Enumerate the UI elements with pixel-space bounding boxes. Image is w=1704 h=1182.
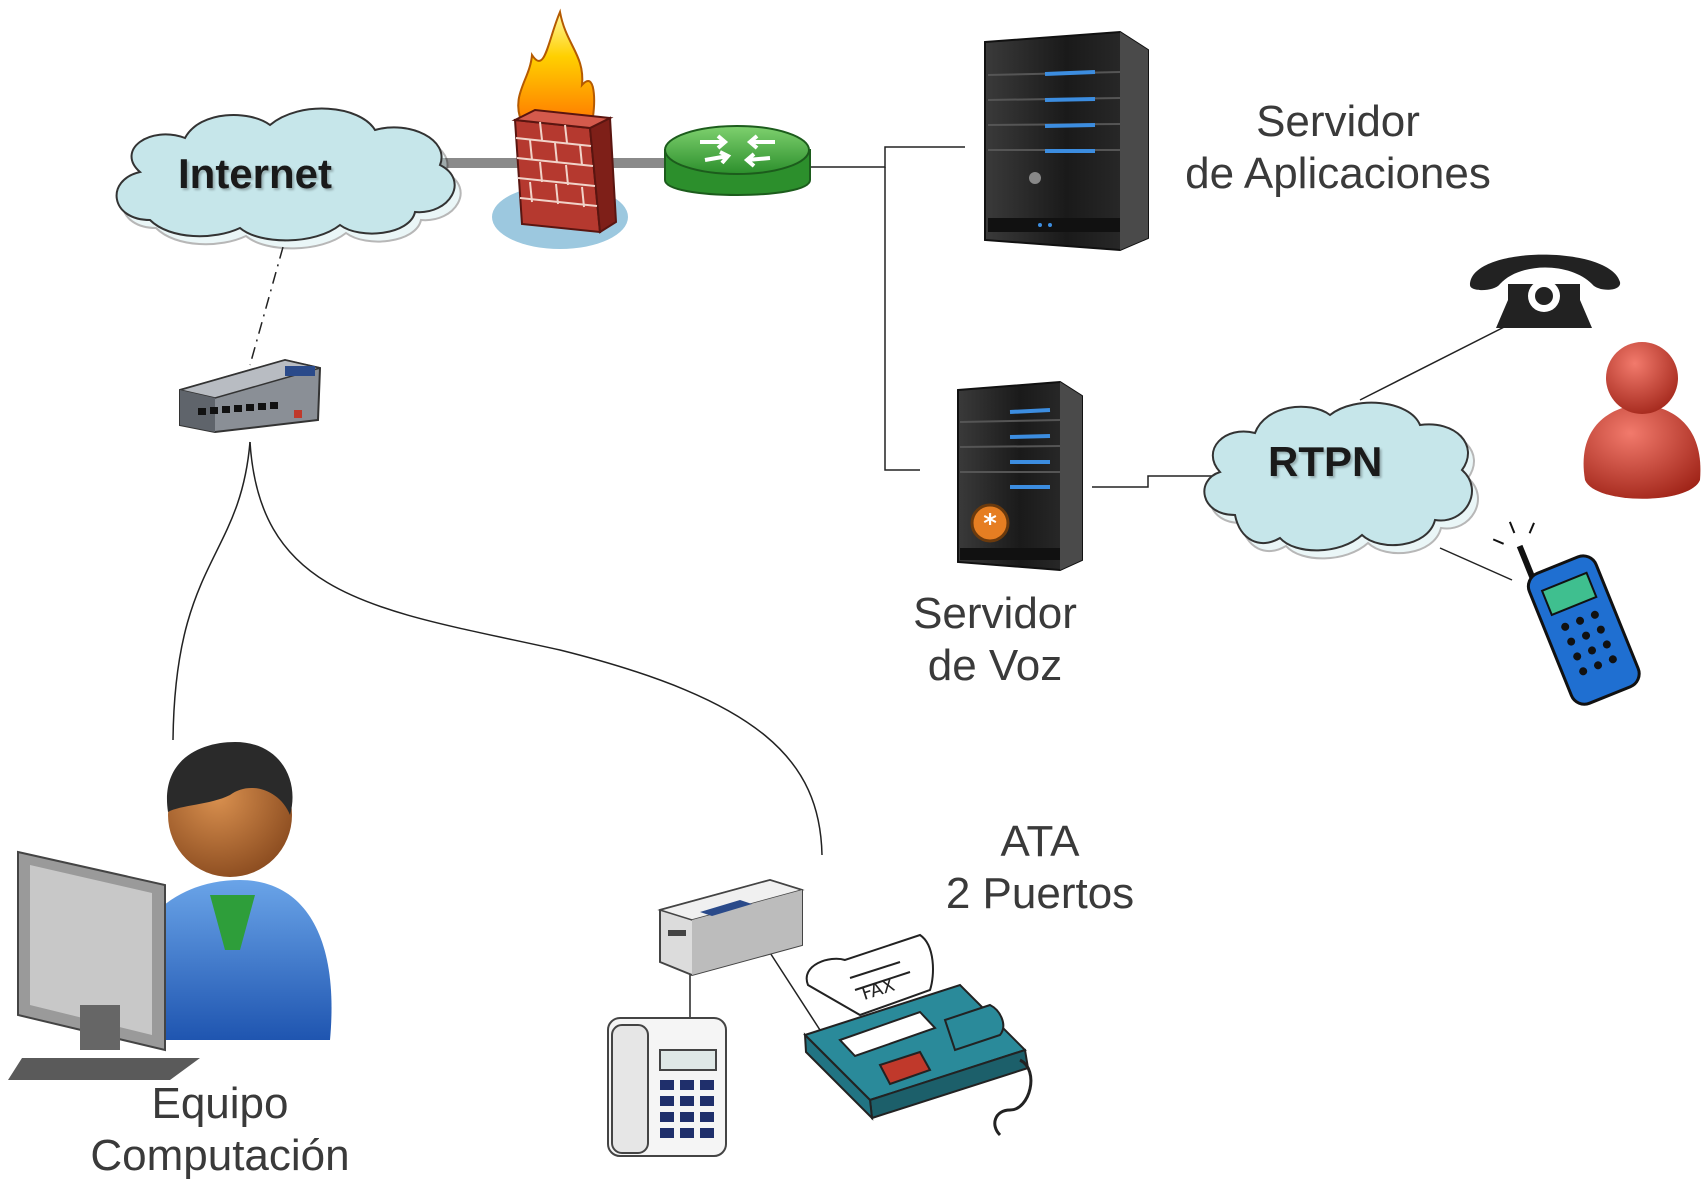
switch-ata-link bbox=[249, 441, 823, 856]
desk-phone-icon bbox=[1470, 254, 1621, 328]
svg-text:*: * bbox=[983, 509, 997, 539]
computer-label-line1: Equipo bbox=[151, 1079, 289, 1128]
app-server-icon bbox=[984, 30, 1149, 252]
router-icon bbox=[664, 125, 811, 196]
ata-fax-link bbox=[764, 944, 821, 1031]
mobile-phone-icon bbox=[1492, 521, 1641, 706]
voiceserver-rtpn-link bbox=[1092, 475, 1212, 488]
voice-server-label-line2: de Voz bbox=[927, 641, 1063, 690]
ata-device-icon bbox=[657, 878, 805, 977]
connection-lines bbox=[172, 146, 1523, 1031]
ip-phone-icon bbox=[607, 1017, 727, 1157]
rtpn-label: RTPN bbox=[1268, 438, 1383, 485]
internet-switch-link bbox=[249, 221, 291, 366]
user-icon bbox=[1583, 342, 1701, 499]
voice-server-icon: * bbox=[957, 380, 1083, 572]
rtpn-mobile-link bbox=[1439, 547, 1513, 581]
firewall-icon bbox=[492, 8, 628, 249]
computer-user-icon bbox=[8, 742, 332, 1080]
ata-label: ATA 2 Puertos bbox=[920, 816, 1160, 920]
ata-label-line2: 2 Puertos bbox=[945, 869, 1135, 918]
voice-server-label-line1: Servidor bbox=[913, 589, 1077, 638]
switch-icon bbox=[179, 358, 322, 434]
switch-computer-link bbox=[172, 441, 251, 741]
computer-label-line2: Computación bbox=[90, 1131, 350, 1180]
rtpn-phone-link bbox=[1359, 317, 1523, 401]
rtpn-cloud-icon bbox=[1203, 401, 1479, 560]
internet-cloud-icon bbox=[115, 107, 462, 250]
fax-icon: FAX bbox=[803, 933, 1033, 1137]
appserver-voiceserver-link bbox=[884, 167, 920, 471]
app-server-label: Servidor de Aplicaciones bbox=[1168, 96, 1508, 200]
app-server-label-line2: de Aplicaciones bbox=[1185, 149, 1491, 198]
computer-label: Equipo Computación bbox=[60, 1078, 380, 1182]
app-server-label-line1: Servidor bbox=[1256, 97, 1420, 146]
internet-label: Internet bbox=[178, 150, 333, 197]
router-appserver-link bbox=[810, 146, 965, 168]
ata-label-line1: ATA bbox=[1000, 817, 1080, 866]
voice-server-label: Servidor de Voz bbox=[880, 588, 1110, 692]
